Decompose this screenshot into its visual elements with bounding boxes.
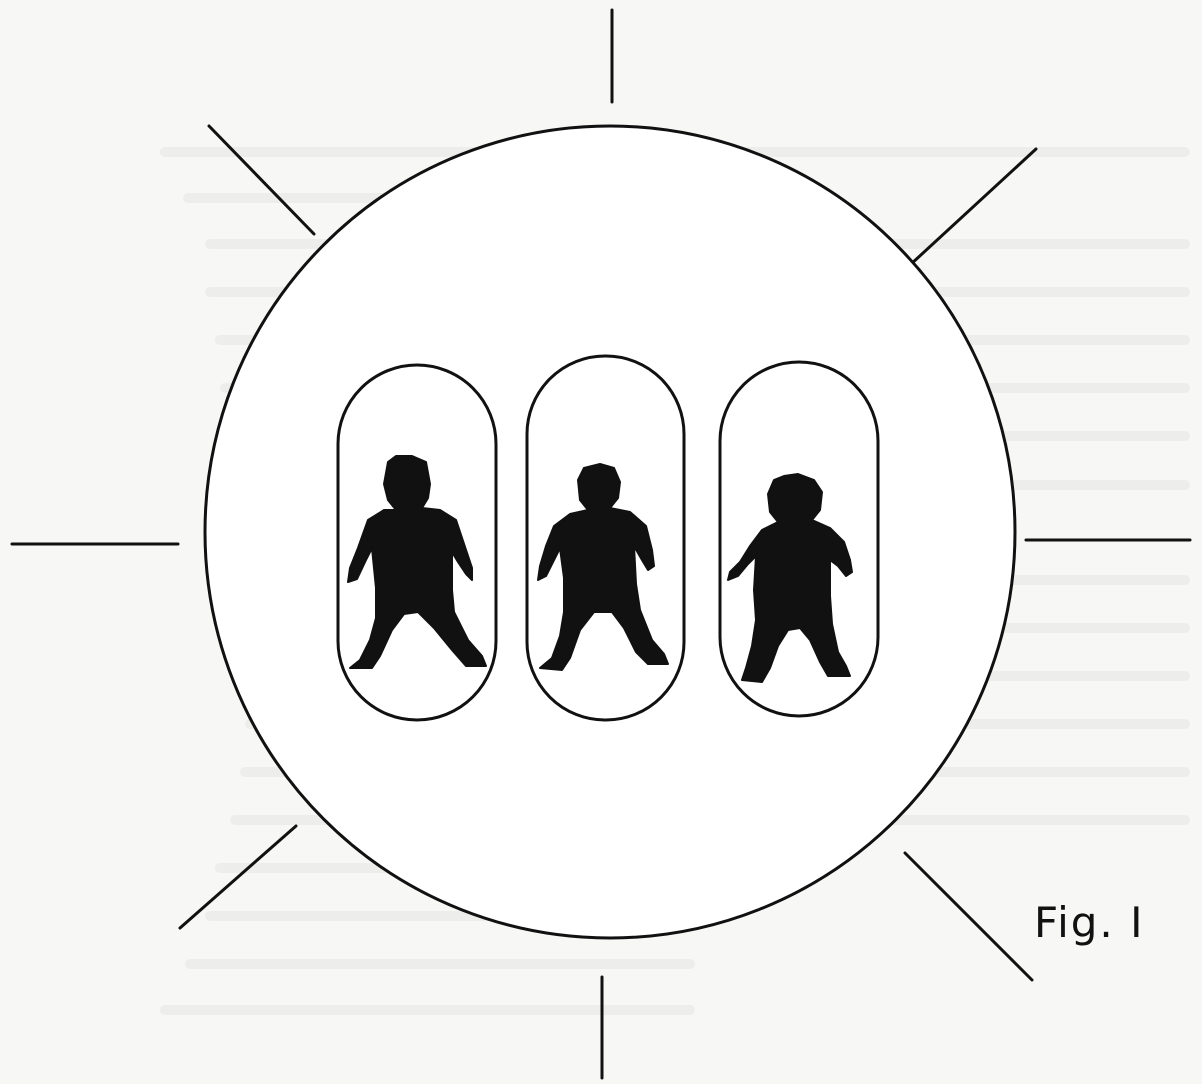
figure-caption: Fig. I	[1034, 898, 1145, 947]
capsule-row	[338, 356, 878, 720]
capsule-left	[338, 365, 496, 720]
capsule-middle	[527, 356, 684, 720]
capsule-right	[720, 362, 878, 716]
